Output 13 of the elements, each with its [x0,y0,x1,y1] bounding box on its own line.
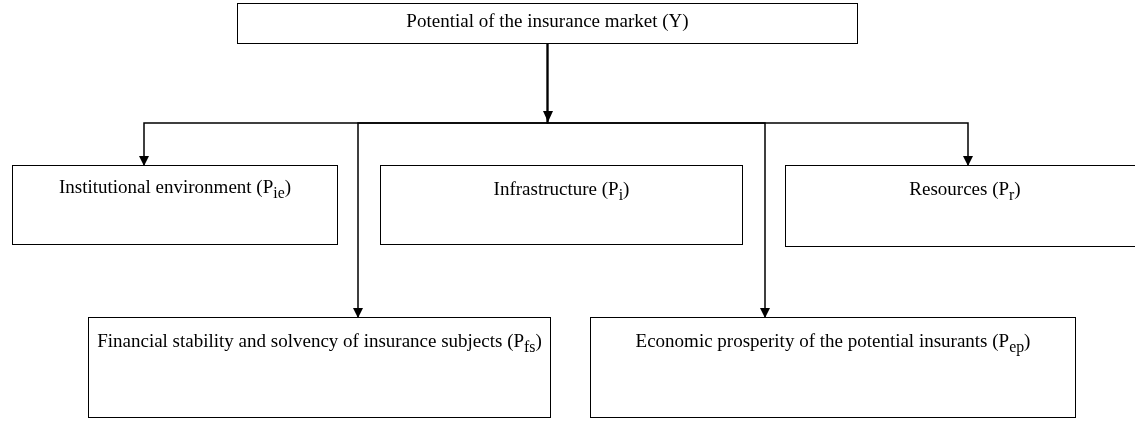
text-box [785,165,1135,247]
connector-arrow [546,43,973,166]
box-label: Resources (P$_{r}$) [909,177,1021,205]
box-label: Institutional environment (P$_{ie}$) [59,175,291,203]
text-box [12,165,338,245]
box-label: Potential of the insurance market (Y) [406,9,689,33]
text-box [590,317,1076,418]
text-box [88,317,551,418]
box-label: Infrastructure (P$_{i}$) [493,177,630,205]
text-box [380,165,743,245]
box-label: Economic prosperity of the potential insurants (P$_{ep}$) [635,329,1031,358]
box-label: Financial stability and solvency of insurance subjects (P$_{fs}$) [97,329,542,357]
text-box [237,3,858,44]
